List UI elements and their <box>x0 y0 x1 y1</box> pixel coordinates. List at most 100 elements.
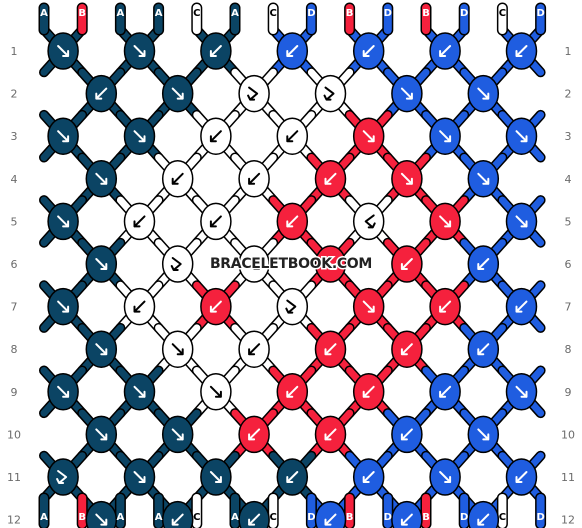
knot-oval <box>352 202 385 241</box>
bottom-strand-label: B <box>422 512 430 523</box>
knot-arrow-icon <box>95 428 108 441</box>
knot <box>85 160 118 198</box>
knot-arrow-icon <box>133 45 146 57</box>
knot-oval <box>161 500 194 528</box>
knot-arrow-icon <box>171 172 184 185</box>
knot-arrow-icon <box>439 45 452 57</box>
row-label-left: 5 <box>11 215 18 228</box>
knot <box>352 373 385 411</box>
knot-arrow-icon <box>324 172 337 185</box>
top-strand-label: D <box>460 8 468 19</box>
knot-arrow-icon <box>286 45 299 57</box>
knot-arrow-icon <box>515 300 528 313</box>
top-strand-label: D <box>307 8 315 19</box>
knot-arrow-icon <box>400 428 413 441</box>
row-label-left: 10 <box>7 428 21 441</box>
top-strand-label: A <box>117 8 125 19</box>
knot <box>161 160 194 198</box>
bottom-strand-label: B <box>346 512 354 523</box>
knot <box>200 202 232 241</box>
knot <box>276 202 309 241</box>
knot <box>238 245 270 283</box>
knot <box>429 117 461 155</box>
knot-arrow-icon <box>171 87 184 100</box>
knot <box>238 160 270 198</box>
knot-arrow-icon <box>515 471 528 483</box>
knot <box>161 330 194 368</box>
row-label-right: 10 <box>561 428 575 441</box>
knot-arrow-icon <box>400 513 413 526</box>
row-label-right: 4 <box>565 173 572 186</box>
knot-arrow-icon <box>286 130 299 143</box>
bottom-strand-label: D <box>384 512 392 523</box>
row-label-right: 5 <box>565 215 572 228</box>
knot-oval <box>238 500 270 528</box>
knot <box>276 373 309 411</box>
knot <box>47 373 79 411</box>
knot-arrow-icon <box>324 428 337 441</box>
row-label-left: 9 <box>11 386 18 399</box>
top-strand-label: C <box>193 8 200 19</box>
knot-arrow-icon <box>209 385 222 398</box>
knot-arrow-icon <box>477 87 490 100</box>
knot-arrow-icon <box>362 471 375 483</box>
knot <box>391 415 423 454</box>
knot <box>123 32 156 70</box>
knot <box>276 117 309 155</box>
knot-arrow-icon <box>133 471 146 483</box>
knot <box>391 245 423 283</box>
knot-arrow-icon <box>515 385 528 398</box>
knot-arrow-icon <box>324 513 337 526</box>
knot-arrow-icon <box>95 172 108 185</box>
knot-oval <box>47 458 79 496</box>
knot <box>200 287 232 326</box>
knot-arrow-icon <box>95 343 108 356</box>
knot <box>429 202 461 241</box>
knot-arrow-icon <box>209 215 222 228</box>
top-strand-label: A <box>155 8 163 19</box>
knot <box>238 74 270 113</box>
knot-arrow-icon <box>95 87 108 100</box>
knot <box>85 245 118 283</box>
knot <box>123 373 156 411</box>
knot-oval <box>276 287 309 326</box>
knot <box>314 500 347 528</box>
knot-arrow-icon <box>171 513 184 526</box>
knot-arrow-icon <box>286 215 299 228</box>
knot-arrow-icon <box>95 513 108 526</box>
knot <box>352 287 385 326</box>
knot-arrow-icon <box>362 45 375 57</box>
knot <box>238 330 270 368</box>
knot-arrow-icon <box>248 343 261 356</box>
knot <box>85 415 118 454</box>
bottom-strand-label: D <box>307 512 315 523</box>
knot-arrow-icon <box>364 214 376 229</box>
row-label-left: 12 <box>7 514 21 527</box>
knot-oval <box>314 74 347 113</box>
row-label-right: 1 <box>565 45 572 58</box>
row-label-right: 12 <box>561 514 575 527</box>
knot <box>161 500 194 528</box>
knot <box>505 373 538 411</box>
knot <box>276 287 309 326</box>
knot-arrow-icon <box>477 343 490 356</box>
knot-arrow-icon <box>170 257 182 271</box>
knot <box>47 32 79 70</box>
top-strand-label: B <box>422 8 430 19</box>
knot <box>467 160 500 198</box>
knot-arrow-icon <box>362 300 375 313</box>
knot <box>429 287 461 326</box>
knot <box>314 415 347 454</box>
knot-arrow-icon <box>286 385 299 398</box>
knot <box>429 373 461 411</box>
knot <box>276 32 309 70</box>
knot-oval <box>85 500 118 528</box>
knot-arrow-icon <box>515 215 528 228</box>
row-label-left: 8 <box>11 343 18 356</box>
knot <box>47 287 79 326</box>
knot-arrow-icon <box>400 343 413 356</box>
row-label-left: 3 <box>11 130 18 143</box>
row-label-left: 6 <box>11 258 18 271</box>
